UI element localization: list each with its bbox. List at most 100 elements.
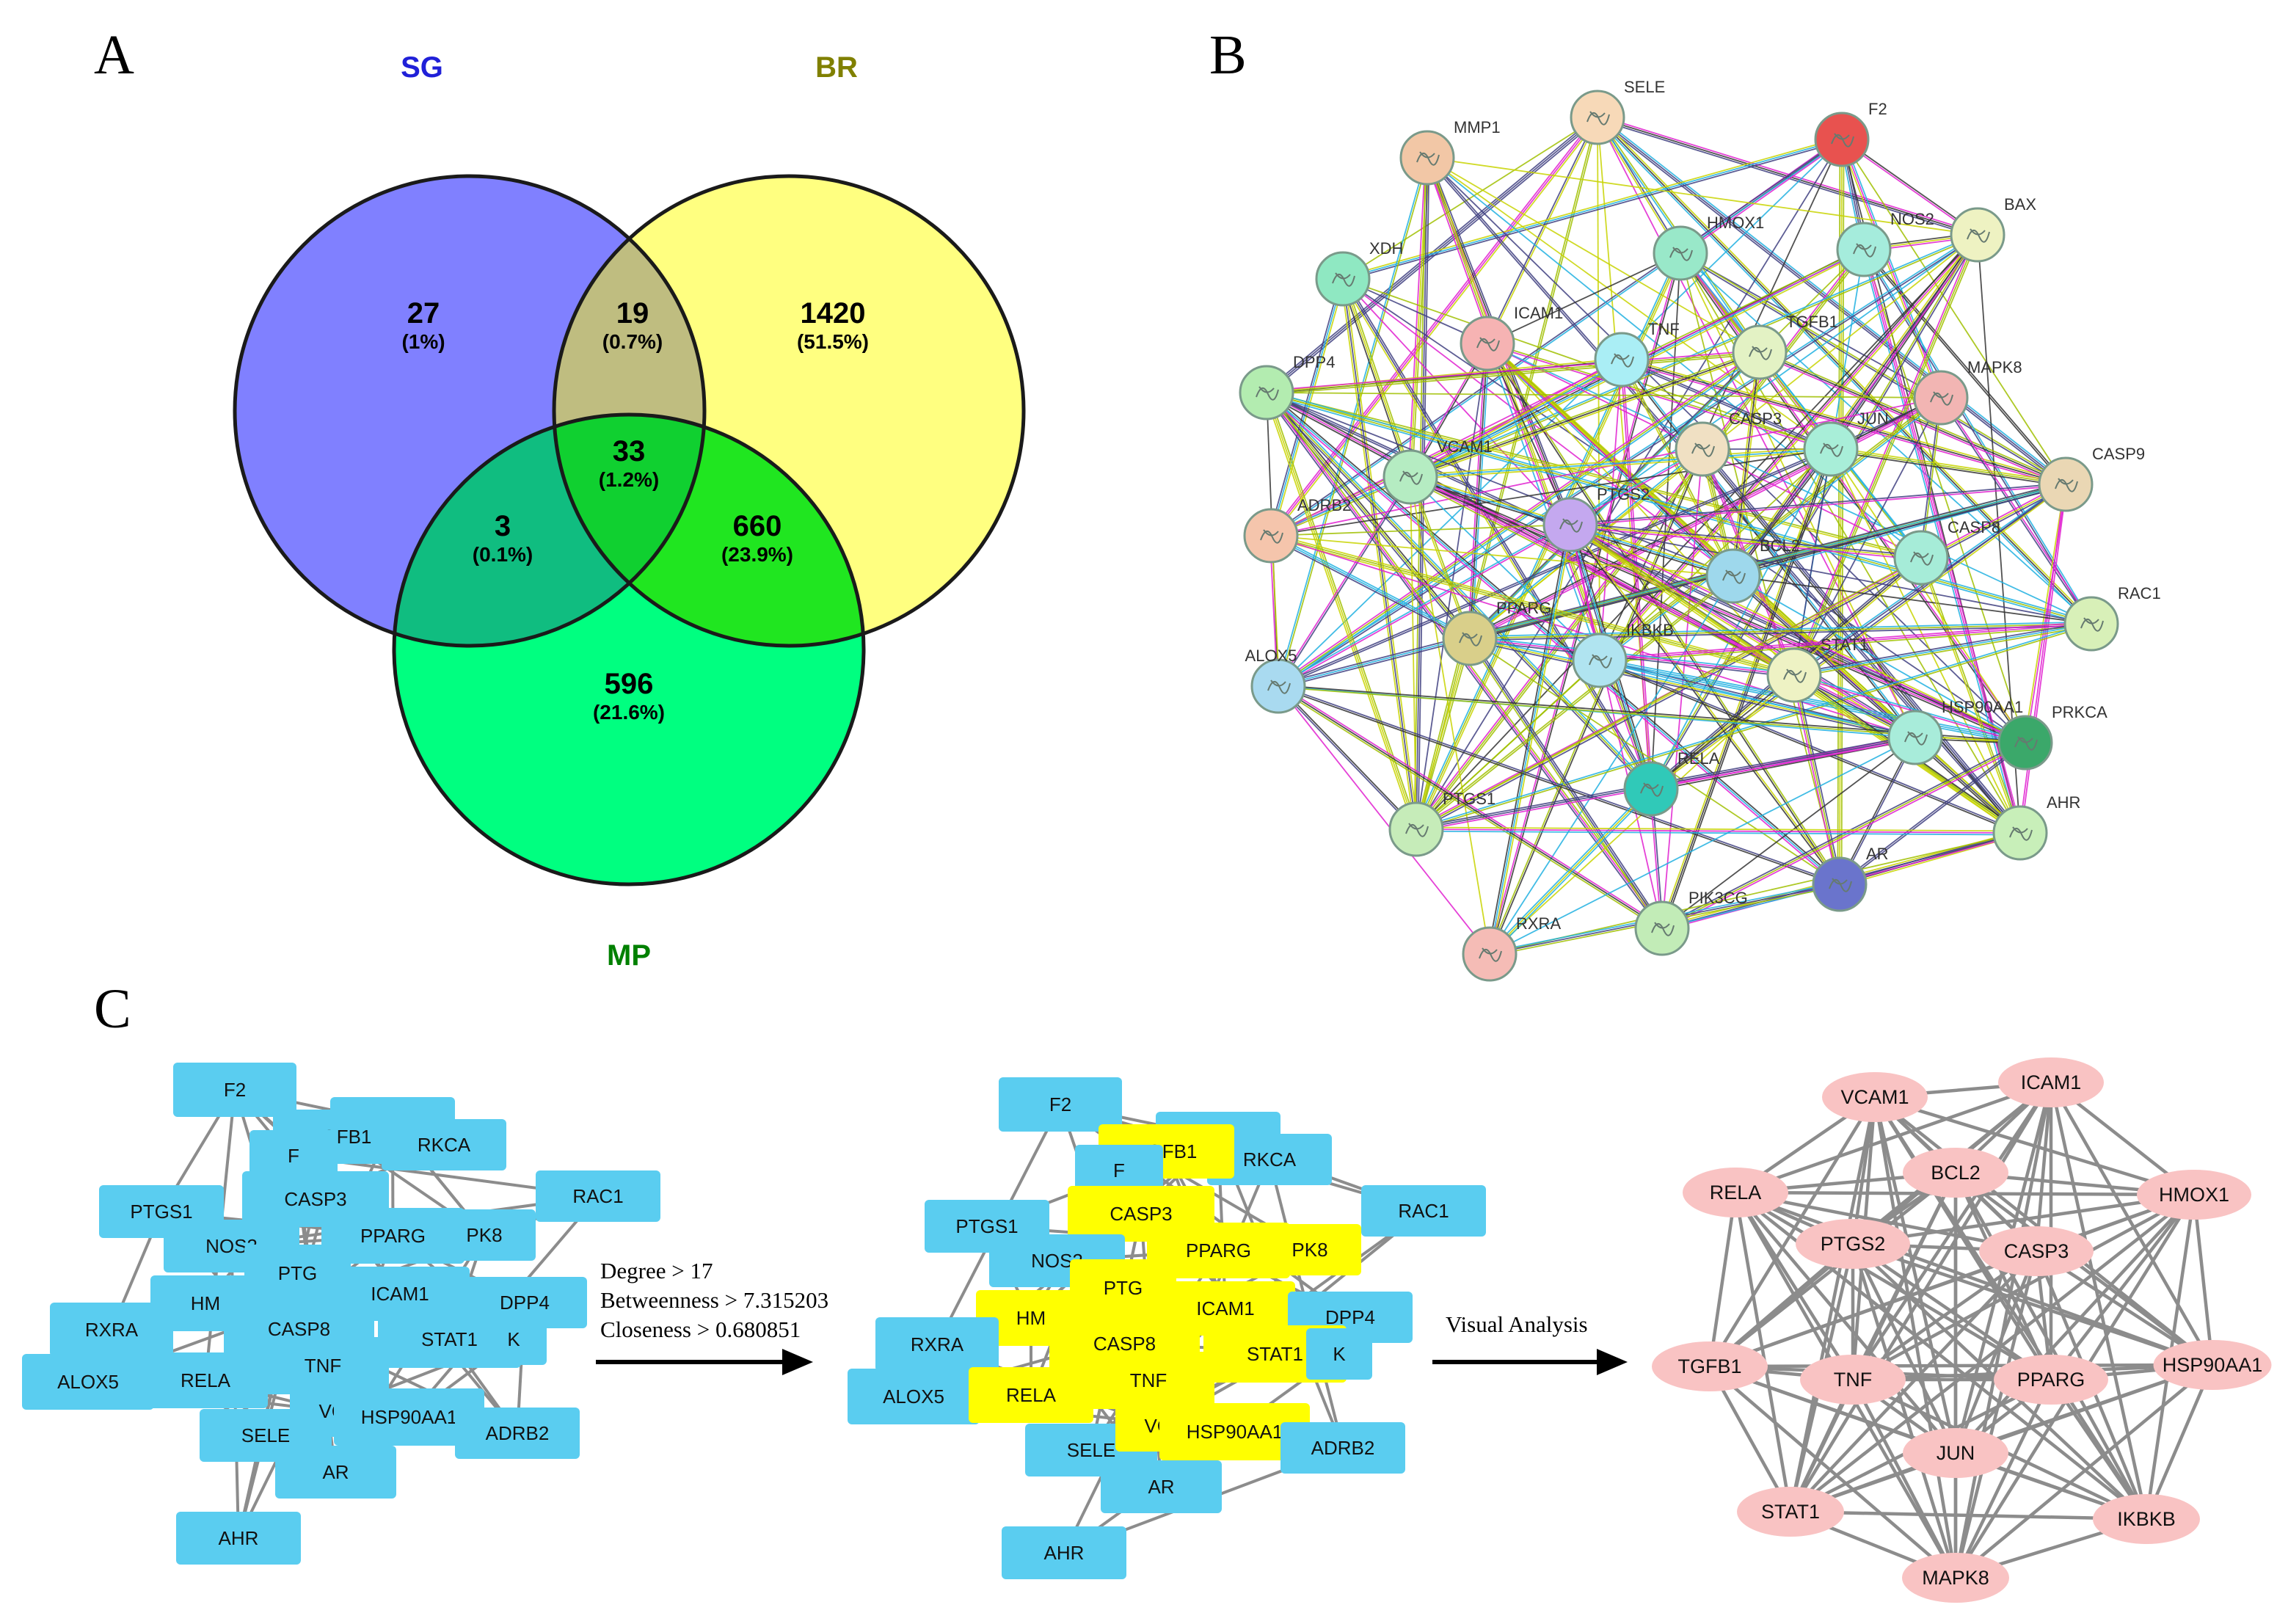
ppi-edge <box>1469 638 1663 929</box>
ppi-edge <box>1468 638 1661 930</box>
ppi-node-rela[interactable]: RELA <box>1623 749 1720 817</box>
ppi-node-sele[interactable]: SELE <box>1570 78 1665 145</box>
node-hsp90aa1[interactable]: HSP90AA1 <box>1159 1403 1310 1460</box>
ppi-node-rxra[interactable]: RXRA <box>1462 914 1561 982</box>
node-rac1[interactable]: RAC1 <box>1361 1185 1486 1237</box>
ppi-node-bax[interactable]: BAX <box>1950 195 2036 263</box>
ppi-node-mapk8[interactable]: MAPK8 <box>1913 358 2022 426</box>
ppi-node-ptgs1[interactable]: PTGS1 <box>1388 790 1495 857</box>
ppi-edge <box>2018 484 2066 833</box>
hub-node-tnf[interactable]: TNF <box>1800 1355 1906 1405</box>
ppi-node-prkca[interactable]: PRKCA <box>1997 703 2107 771</box>
hub-node-icam1[interactable]: ICAM1 <box>1998 1057 2104 1107</box>
ppi-node-mmp1[interactable]: MMP1 <box>1399 118 1501 186</box>
ppi-node-casp3[interactable]: CASP3 <box>1675 409 1782 477</box>
ppi-node-ptgs2[interactable]: PTGS2 <box>1542 485 1650 553</box>
hub-node-rela[interactable]: RELA <box>1683 1168 1788 1217</box>
ppi-node-jun[interactable]: JUN <box>1803 409 1889 477</box>
node-f2[interactable]: F2 <box>999 1077 1122 1132</box>
ppi-node-hmox1[interactable]: HMOX1 <box>1653 214 1764 281</box>
node-k[interactable]: K <box>481 1314 547 1365</box>
hub-node-hmox1[interactable]: HMOX1 <box>2137 1170 2251 1220</box>
node-pparg[interactable]: PPARG <box>321 1208 464 1264</box>
hub-node-label: JUN <box>1937 1442 1975 1464</box>
ppi-edge <box>1864 248 2067 484</box>
node-label: ADRB2 <box>1311 1437 1375 1459</box>
node-tnf[interactable]: TNF <box>1082 1352 1214 1409</box>
node-rela[interactable]: RELA <box>143 1352 268 1408</box>
ppi-node-adrb2[interactable]: ADRB2 <box>1243 496 1351 564</box>
node-adrb2[interactable]: ADRB2 <box>1280 1422 1405 1474</box>
hub-node-pparg[interactable]: PPARG <box>1994 1355 2108 1405</box>
ppi-edge <box>1793 674 1840 885</box>
hub-node-hsp90aa1[interactable]: HSP90AA1 <box>2153 1340 2272 1390</box>
hub-node-casp3[interactable]: CASP3 <box>1979 1226 2094 1276</box>
node-ahr[interactable]: AHR <box>1002 1526 1126 1579</box>
ppi-node-label: MAPK8 <box>1967 358 2022 376</box>
ppi-node-casp9[interactable]: CASP9 <box>2038 445 2145 512</box>
node-k[interactable]: K <box>1306 1328 1372 1380</box>
ppi-node-rac1[interactable]: RAC1 <box>2063 584 2161 652</box>
ppi-node-icam1[interactable]: ICAM1 <box>1460 304 1563 371</box>
node-pparg[interactable]: PPARG <box>1147 1223 1290 1278</box>
hub-node-bcl2[interactable]: BCL2 <box>1903 1148 2008 1198</box>
ppi-node-vcam1[interactable]: VCAM1 <box>1382 437 1493 505</box>
ppi-node-f2[interactable]: F2 <box>1814 100 1887 167</box>
ppi-node-dpp4[interactable]: DPP4 <box>1239 353 1335 420</box>
node-f[interactable]: F <box>1075 1145 1163 1196</box>
node-tnf[interactable]: TNF <box>257 1337 389 1394</box>
ppi-node-pik3cg[interactable]: PIK3CG <box>1634 889 1748 956</box>
ppi-node-nos2[interactable]: NOS2 <box>1836 210 1934 277</box>
hub-node-tgfb1[interactable]: TGFB1 <box>1652 1341 1768 1391</box>
ppi-node-tgfb1[interactable]: TGFB1 <box>1732 313 1838 380</box>
node-hsp90aa1[interactable]: HSP90AA1 <box>334 1388 484 1446</box>
ppi-edge <box>1600 658 2021 833</box>
hub-node-stat1[interactable]: STAT1 <box>1737 1487 1844 1537</box>
node-ar[interactable]: AR <box>1101 1460 1222 1513</box>
ppi-edge <box>1469 639 1915 740</box>
node-label: RAC1 <box>1398 1200 1449 1222</box>
node-pk8[interactable]: PK8 <box>433 1209 536 1261</box>
ppi-node-ikbkb[interactable]: IKBKB <box>1572 621 1674 688</box>
ppi-node-ar[interactable]: AR <box>1812 845 1889 912</box>
node-f2[interactable]: F2 <box>173 1063 296 1117</box>
node-ptg[interactable]: PTG <box>244 1245 351 1302</box>
ppi-node-casp8[interactable]: CASP8 <box>1893 518 2000 586</box>
ppi-node-hsp90aa1[interactable]: HSP90AA1 <box>1887 698 2023 765</box>
node-alox5[interactable]: ALOX5 <box>22 1354 154 1410</box>
node-rkca[interactable]: RKCA <box>1207 1134 1332 1185</box>
ppi-edge <box>1651 235 1979 790</box>
ppi-edge <box>1410 476 1490 955</box>
hub-node-ikbkb[interactable]: IKBKB <box>2093 1494 2200 1544</box>
hub-node-jun[interactable]: JUN <box>1903 1428 2008 1478</box>
node-box <box>536 1170 660 1222</box>
ppi-node-stat1[interactable]: STAT1 <box>1766 636 1868 703</box>
node-ar[interactable]: AR <box>275 1446 396 1499</box>
svg-text:(23.9%): (23.9%) <box>721 543 793 566</box>
node-ptg[interactable]: PTG <box>1070 1259 1176 1317</box>
ppi-node-bcl2[interactable]: BCL2 <box>1705 536 1800 604</box>
ppi-node-pparg[interactable]: PPARG <box>1442 599 1551 666</box>
set-label-sg: SG <box>401 51 443 84</box>
node-f[interactable]: F <box>249 1130 338 1181</box>
node-pk8[interactable]: PK8 <box>1258 1224 1361 1275</box>
ppi-node-ahr[interactable]: AHR <box>1992 793 2080 861</box>
node-adrb2[interactable]: ADRB2 <box>455 1408 580 1459</box>
hub-node-ptgs2[interactable]: PTGS2 <box>1796 1219 1910 1269</box>
hub-node-mapk8[interactable]: MAPK8 <box>1902 1553 2009 1603</box>
node-ahr[interactable]: AHR <box>176 1512 301 1565</box>
hub-node-vcam1[interactable]: VCAM1 <box>1822 1072 1928 1122</box>
node-rac1[interactable]: RAC1 <box>536 1170 660 1222</box>
ppi-edge <box>1278 684 1840 884</box>
node-alox5[interactable]: ALOX5 <box>848 1369 980 1424</box>
node-rxra[interactable]: RXRA <box>875 1317 999 1372</box>
hub-node-label: HMOX1 <box>2159 1184 2229 1206</box>
ppi-node-tnf[interactable]: TNF <box>1594 320 1680 387</box>
ppi-edge <box>1278 352 1760 687</box>
ppi-edge <box>1266 392 1942 398</box>
ppi-node-xdh[interactable]: XDH <box>1315 239 1403 307</box>
ppi-node-alox5[interactable]: ALOX5 <box>1245 647 1306 714</box>
node-rkca[interactable]: RKCA <box>382 1119 506 1170</box>
node-rela[interactable]: RELA <box>969 1367 1093 1423</box>
node-rxra[interactable]: RXRA <box>50 1303 173 1357</box>
